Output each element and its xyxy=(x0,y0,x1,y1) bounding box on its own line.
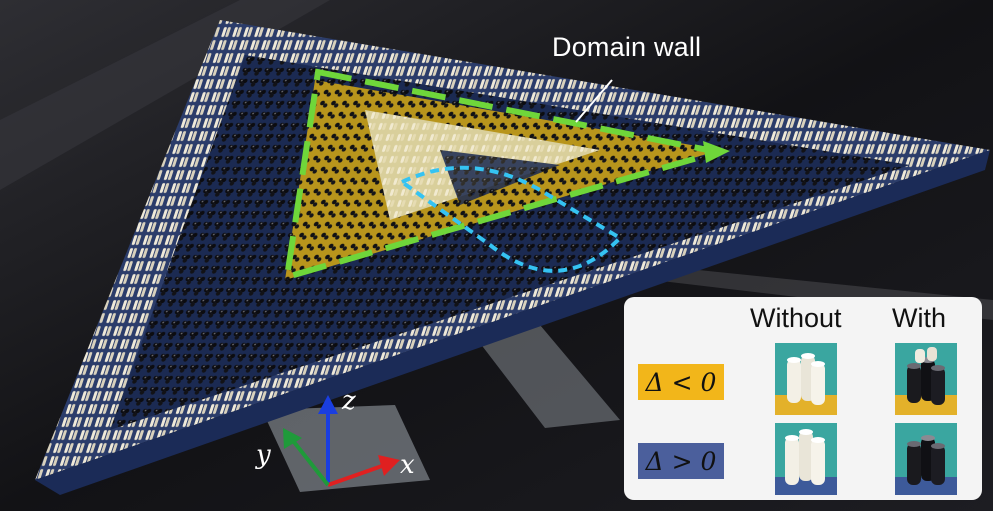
domain-wall-arrowhead xyxy=(703,141,730,163)
legend-panel: Without With Δ < 0 Δ > 0 xyxy=(624,297,982,500)
thumb-positive-without xyxy=(775,423,837,495)
lattice-edge-shadow xyxy=(35,150,990,495)
legend-row-label-negative: Δ < 0 xyxy=(638,364,724,400)
legend-header-without: Without xyxy=(750,303,842,333)
thumb-negative-with xyxy=(895,343,957,415)
axis-z-label: z xyxy=(342,386,356,416)
axis-x-head xyxy=(378,455,400,476)
domain-wall-pointer xyxy=(575,79,613,123)
axis-x-arrow xyxy=(327,463,386,487)
domain-wall-label: Domain wall xyxy=(552,32,702,62)
acrylic-support-2 xyxy=(470,325,620,428)
domain-wall-outline xyxy=(283,68,719,282)
axis-y-head xyxy=(283,428,302,449)
axis-z-head xyxy=(318,395,338,414)
legend-header-with: With xyxy=(892,303,946,333)
thumb-positive-with xyxy=(895,423,957,495)
axis-y-label: y xyxy=(256,440,271,470)
inner-region-outline xyxy=(398,165,624,273)
thumb-negative-without xyxy=(775,343,837,415)
legend-row-label-positive: Δ > 0 xyxy=(638,443,724,479)
inner-black xyxy=(440,150,560,205)
axis-x-label: x xyxy=(400,450,415,480)
axis-y-arrow xyxy=(292,440,330,487)
